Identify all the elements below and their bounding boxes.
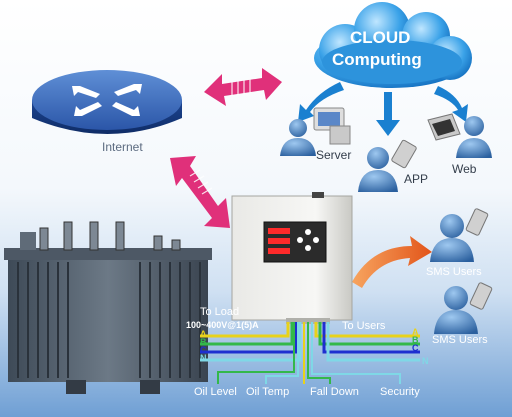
sensor-wires [217, 322, 401, 384]
transformer-icon [4, 221, 212, 394]
phase-left-a: A [200, 329, 207, 339]
orange-arrow [352, 236, 432, 288]
phase-right-a: A [412, 327, 419, 337]
web-user-icon [427, 113, 492, 158]
cloud-arrows [298, 82, 468, 136]
phase-right-b: B [412, 335, 419, 345]
server-label: Server [316, 148, 352, 162]
to-users-label: To Users [342, 320, 386, 332]
oil-temp-label: Oil Temp [246, 386, 290, 398]
phase-left-n: N [200, 353, 207, 363]
double-arrow-internet-cloud [204, 68, 282, 106]
sms-user-icon-top [430, 208, 489, 262]
internet-label: Internet [102, 140, 143, 154]
sms-users-label-top: SMS Users [426, 266, 482, 278]
security-label: Security [380, 386, 420, 398]
phase-left-b: B [200, 337, 207, 347]
wires-left [200, 322, 302, 362]
cloud-title-line2: Computing [332, 50, 422, 69]
double-arrow-internet-device [170, 156, 230, 228]
rating-label: 100~400V@1(5)A [186, 320, 259, 330]
fall-down-label: Fall Down [310, 386, 359, 398]
app-user-icon [358, 139, 417, 192]
server-user-icon [280, 107, 351, 156]
web-label: Web [452, 162, 477, 176]
phase-right-n: N [422, 356, 429, 366]
phase-right-c: C [412, 343, 419, 353]
cloud-icon [314, 2, 472, 88]
to-load-label: To Load [200, 306, 240, 318]
router-icon [32, 70, 182, 134]
oil-level-label: Oil Level [194, 386, 237, 398]
sms-user-icon-bottom [434, 282, 493, 334]
wires-right [314, 322, 420, 362]
sms-users-label-bottom: SMS Users [432, 334, 488, 346]
app-label: APP [404, 172, 429, 186]
monitoring-device [231, 192, 353, 324]
cloud-title-line1: CLOUD [350, 28, 411, 47]
phase-left-c: C [200, 345, 207, 355]
